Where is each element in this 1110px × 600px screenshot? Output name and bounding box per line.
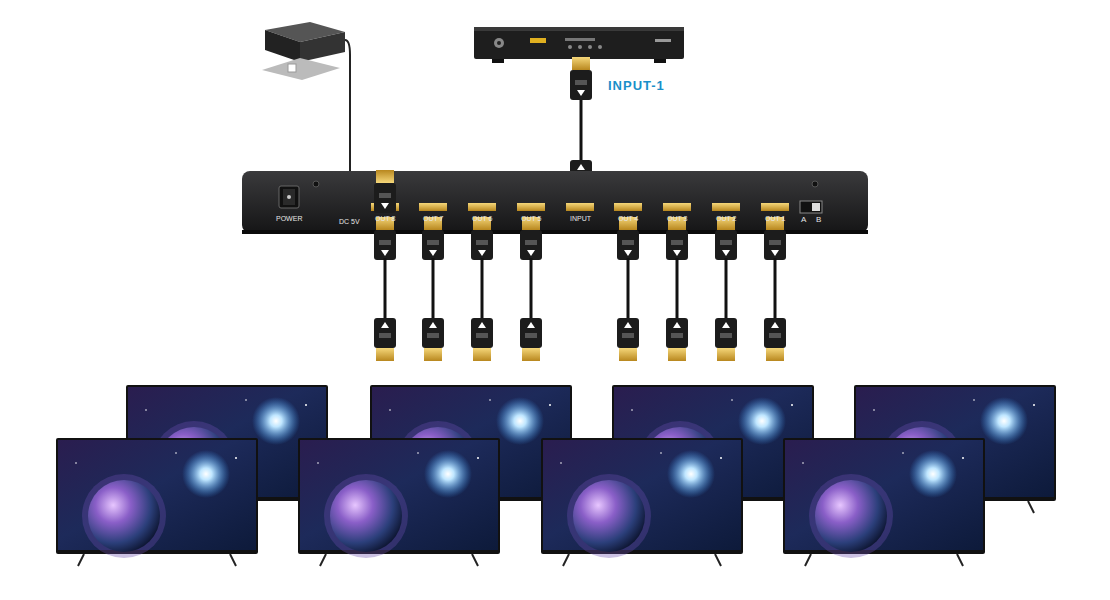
- power-jack-label: DC 5V: [339, 218, 360, 225]
- input-label: INPUT-1: [608, 79, 665, 92]
- switch-position: A: [801, 216, 806, 224]
- port-label: OUT 6: [472, 215, 493, 222]
- port-label: OUT 5: [521, 215, 542, 222]
- port-label: OUT 3: [667, 215, 688, 222]
- port-label: OUT 8: [375, 215, 396, 222]
- switch-position: B: [816, 216, 821, 224]
- port-label: OUT 4: [618, 215, 639, 222]
- port-label: INPUT: [570, 215, 591, 222]
- switch-label: POWER: [276, 215, 302, 222]
- port-label: OUT 7: [423, 215, 444, 222]
- port-label: OUT 2: [716, 215, 737, 222]
- port-label: OUT 1: [765, 215, 786, 222]
